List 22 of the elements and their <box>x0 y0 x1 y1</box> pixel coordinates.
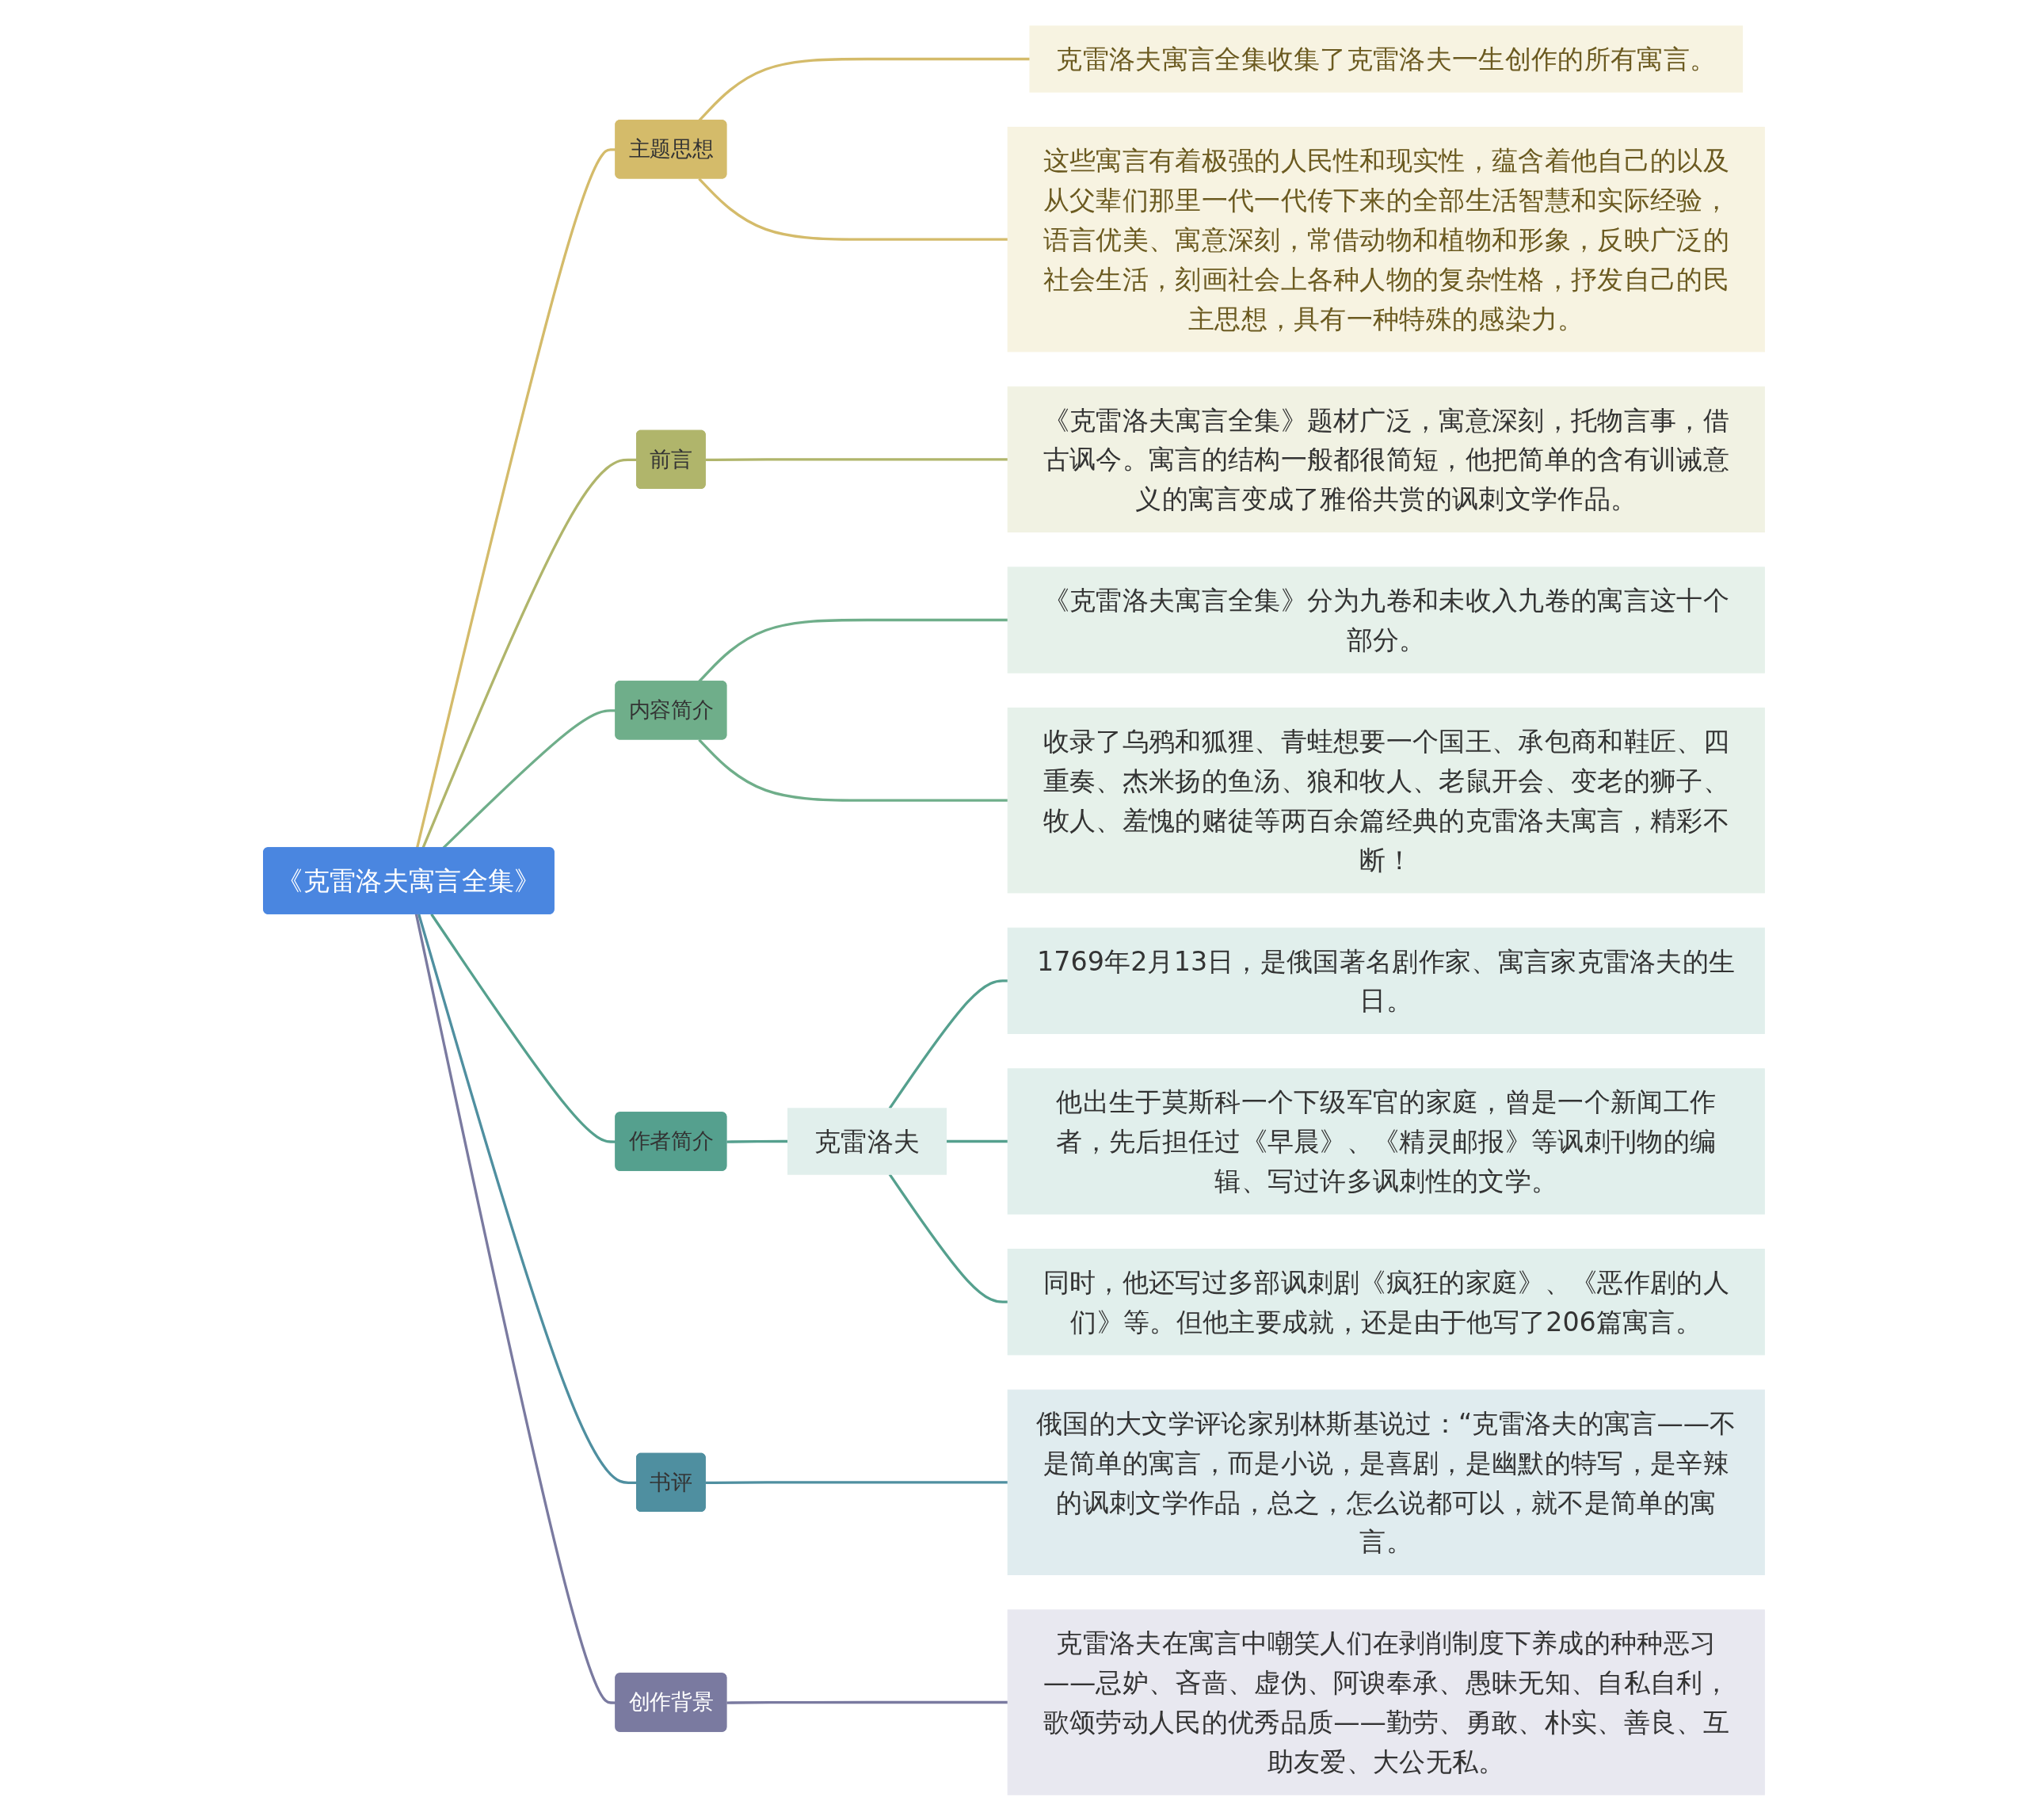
connector <box>726 1139 788 1143</box>
node-box: 同时，他还写过多部讽刺剧《疯狂的家庭》、《恶作剧的人们》等。但他主要成就，还是由于他写了206篇寓言。 <box>1007 1248 1765 1355</box>
connector <box>698 618 1008 682</box>
connector <box>705 457 1008 461</box>
node-box: 俄国的大文学评论家别林斯基说过：“克雷洛夫的寓言——不是简单的寓言，而是小说，是喜剧，是幽默的特写，是辛辣的讽刺文学作品，总之，怎么说都可以，就不是简单的寓言。 <box>1007 1389 1765 1575</box>
connector <box>698 177 1008 241</box>
node-box: 1769年2月13日，是俄国著名剧作家、寓言家克雷洛夫的生日。 <box>1007 927 1765 1034</box>
node-box: 这些寓言有着极强的人民性和现实性，蕴含着他自己的以及从父辈们那里一代一代传下来的全部生活智慧和实际经验，语言优美、寓意深刻，常借动物和植物和形象，反映广泛的社会生活，刻画社会上各种人物的复杂性格，抒发自己的民主思想，具有一种特殊的感染力。 <box>1007 126 1765 352</box>
node-box: 《克雷洛夫寓言全集》分为九卷和未收入九卷的寓言这十个部分。 <box>1007 566 1765 673</box>
node-box: 克雷洛夫在寓言中嘲笑人们在剥削制度下养成的种种恶习——忌妒、吝啬、虚伪、阿谀奉承、愚昧无知、自私自利，歌颂劳动人民的优秀品质——勤劳、勇敢、朴实、善良、互助友爱、大公无私。 <box>1007 1608 1765 1795</box>
connector <box>888 979 1008 1109</box>
node-box: 《克雷洛夫寓言全集》题材广泛，寓意深刻，托物言事，借古讽今。寓言的结构一般都很简短，他把简单的含有训诫意义的寓言变成了雅俗共赏的讽刺文学作品。 <box>1007 386 1765 532</box>
node-box: 他出生于莫斯科一个下级军官的家庭，曾是一个新闻工作者，先后担任过《早晨》、《精灵邮报》等讽刺刊物的编辑、写过许多讽刺性的文学。 <box>1007 1067 1765 1215</box>
node-box: 克雷洛夫寓言全集收集了克雷洛夫一生创作的所有寓言。 <box>1029 25 1744 93</box>
node-box: 克雷洛夫 <box>787 1107 947 1175</box>
connector <box>698 738 1008 802</box>
connector <box>888 1173 1008 1303</box>
node-box: 收录了乌鸦和狐狸、青蛙想要一个国王、承包商和鞋匠、四重奏、杰米扬的鱼汤、狼和牧人、老鼠开会、变老的狮子、牧人、羞愧的赌徒等两百余篇经典的克雷洛夫寓言，精彩不断！ <box>1007 707 1765 893</box>
connector <box>946 1139 1008 1143</box>
connector <box>726 1700 1008 1704</box>
connector <box>705 1480 1008 1484</box>
connector <box>698 57 1030 121</box>
